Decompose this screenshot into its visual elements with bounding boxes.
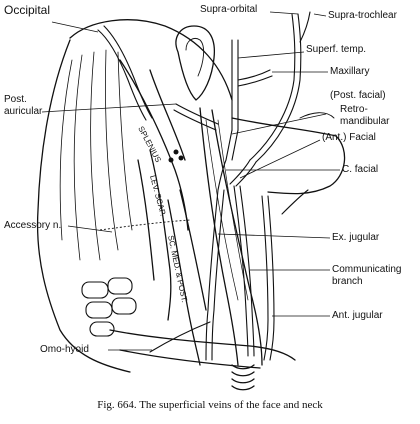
maxillary-vein bbox=[237, 69, 271, 81]
lev-scap-label: LEV. SCAP. bbox=[148, 174, 168, 217]
trapezius-outline bbox=[36, 39, 131, 373]
label-c-facial: C. facial bbox=[342, 164, 379, 175]
supra-trochlear-vein bbox=[299, 11, 311, 43]
lymph-nodes bbox=[168, 149, 184, 163]
label-retro-mandibular: Retro-mandibular bbox=[340, 104, 390, 127]
label-accessory-n: Accessory n. bbox=[4, 220, 62, 231]
label-ant-jugular: Ant. jugular bbox=[332, 310, 383, 321]
anterior-jugular-vein bbox=[261, 195, 269, 361]
posterior-auricular-vein bbox=[175, 103, 219, 125]
common-facial-vein bbox=[217, 159, 227, 191]
supra-orbital-vein bbox=[249, 13, 296, 161]
label-superf-temp: Superf. temp. bbox=[306, 44, 367, 55]
label-communicating-branch: Communicating branch bbox=[332, 264, 402, 287]
clavicle bbox=[109, 329, 296, 361]
figure-caption: Fig. 664. The superficial veins of the f… bbox=[97, 399, 323, 411]
label-ant-facial: (Ant.) Facial bbox=[322, 132, 376, 143]
label-occipital: Occipital bbox=[4, 3, 51, 17]
skull-outline bbox=[69, 19, 233, 101]
levator-scapulae bbox=[149, 149, 172, 321]
accessory-nerve bbox=[99, 219, 191, 231]
occipital-vein bbox=[97, 29, 147, 121]
trachea bbox=[231, 364, 255, 391]
mandible bbox=[231, 117, 346, 195]
cut-muscle-stumps bbox=[81, 277, 137, 337]
label-ex-jugular: Ex. jugular bbox=[332, 232, 380, 243]
retromandibular-vein bbox=[225, 129, 233, 161]
external-jugular-vein bbox=[205, 189, 219, 361]
communicating-branch-vein bbox=[233, 185, 249, 357]
anterior-facial-vein bbox=[229, 159, 251, 185]
label-maxillary: Maxillary bbox=[330, 66, 370, 77]
label-supra-trochlear: Supra-trochlear bbox=[328, 10, 397, 21]
omo-hyoid-muscle bbox=[149, 321, 211, 353]
label-post-facial: (Post. facial) bbox=[330, 90, 386, 101]
label-omo-hyoid: Omo-hyoid bbox=[40, 344, 89, 355]
sternocleidomastoid bbox=[211, 109, 263, 366]
label-post-auricular: Post. auricular bbox=[4, 94, 43, 117]
ear bbox=[175, 25, 216, 101]
label-supra-orbital: Supra-orbital bbox=[200, 4, 258, 15]
scalene-muscles bbox=[167, 199, 201, 366]
